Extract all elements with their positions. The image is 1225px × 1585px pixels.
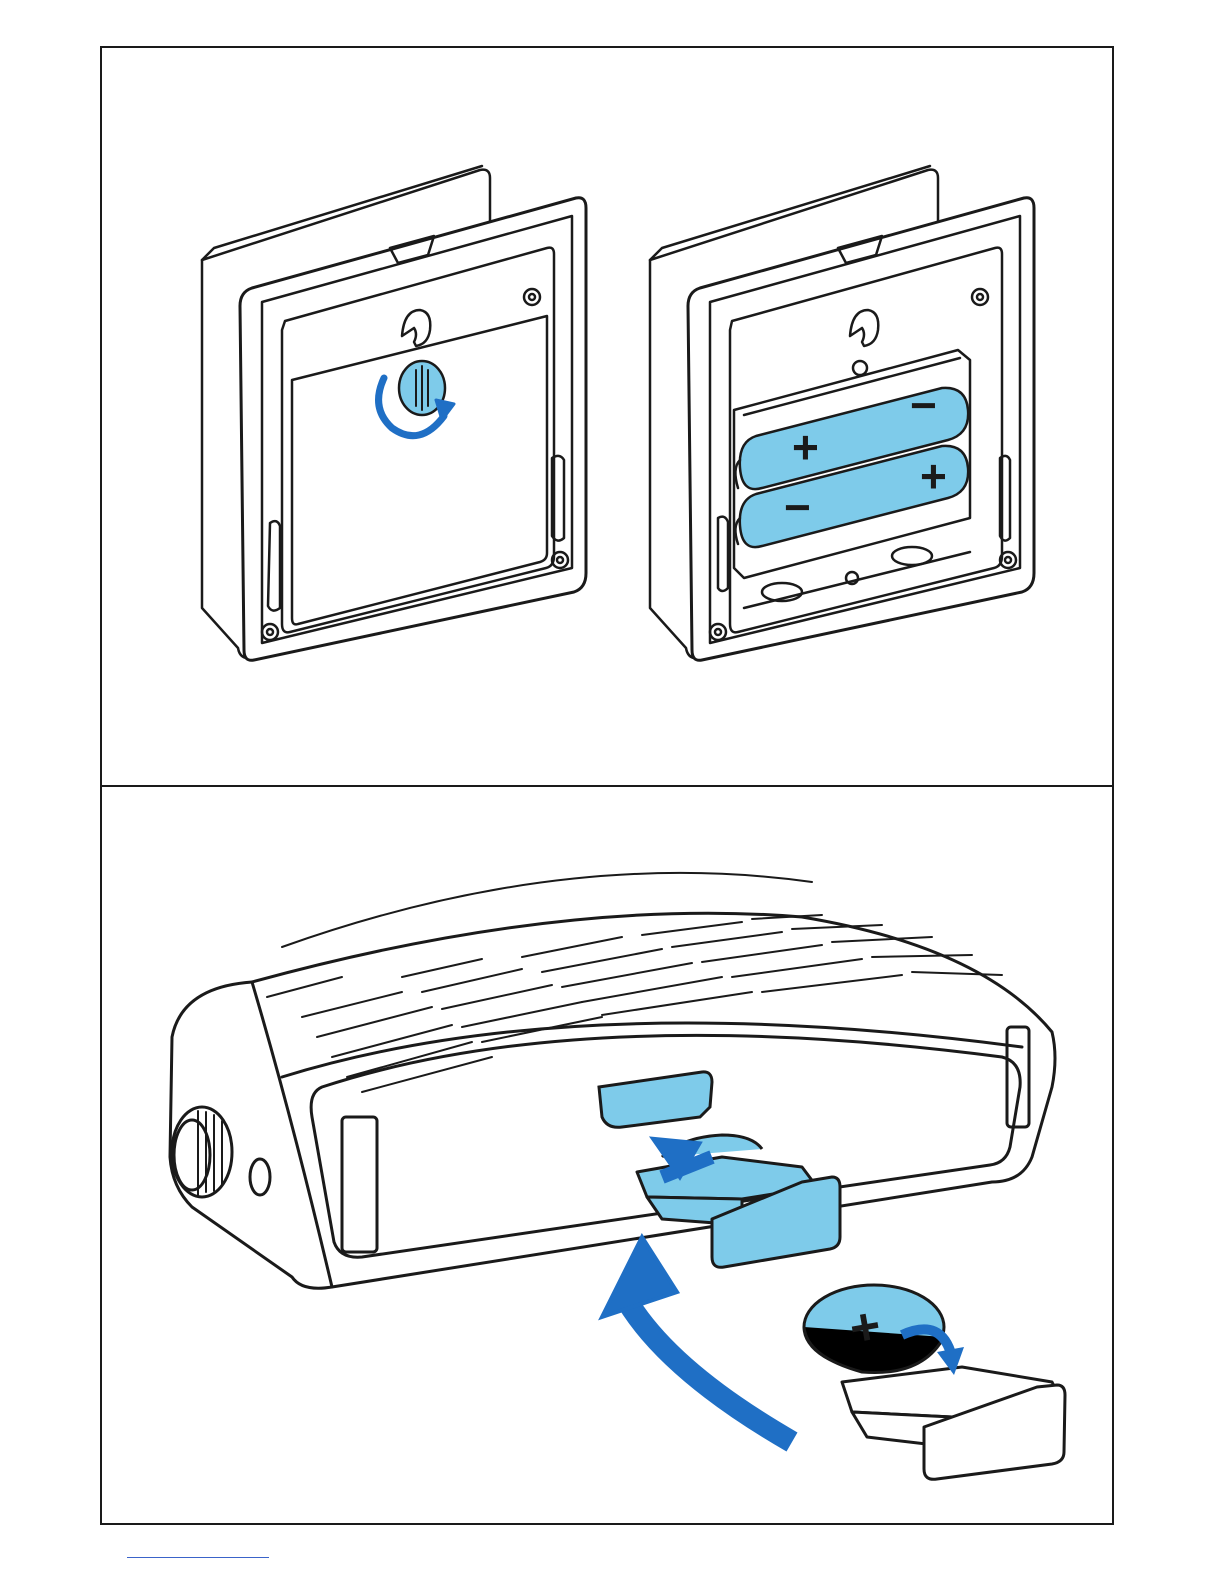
remote-battery-illustration: + − + − (102, 48, 1112, 785)
remote-battery-panel: + − + − (100, 46, 1114, 787)
lower-plus-label: + (920, 450, 947, 502)
remote-open (650, 166, 1034, 660)
lower-minus-label: − (784, 481, 811, 533)
upper-plus-label: + (792, 421, 819, 473)
remote-closed (202, 166, 586, 660)
projector-coin-cell-panel: + (100, 785, 1114, 1525)
reinsert-arrow-icon (622, 1292, 792, 1442)
upper-minus-label: − (910, 379, 937, 431)
coin-cell-assembly (804, 1285, 1065, 1479)
projector-illustration: + (102, 787, 1112, 1523)
footer-link-underline (127, 1557, 269, 1558)
